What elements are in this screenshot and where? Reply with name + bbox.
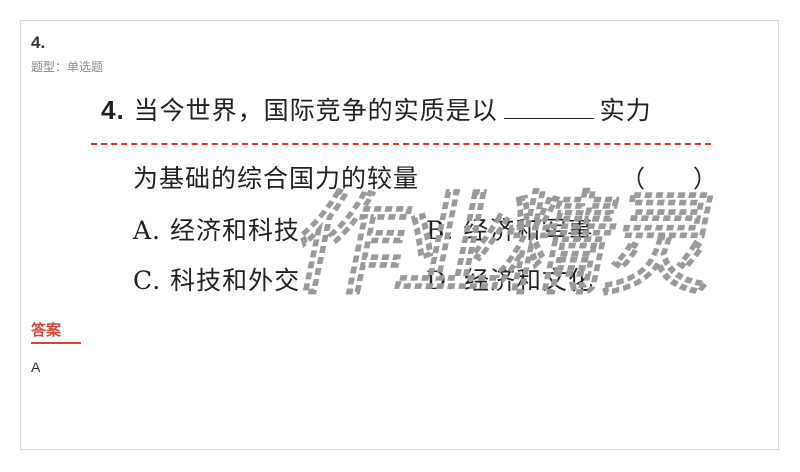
answer-parentheses: （ ） [621, 165, 717, 193]
option-a: A. 经济和科技 [133, 216, 300, 245]
answer-value: A [31, 359, 41, 375]
option-c: C. 科技和外交 [133, 266, 301, 295]
answer-label-underline [31, 342, 81, 344]
question-card: 4. 题型：单选题 4. 当今世界，国际竞争的实质是以 实力 为基础的综合国力的较… [20, 20, 779, 450]
question-stem-line1: 4. 当今世界，国际竞争的实质是以 实力 [101, 91, 652, 127]
question-stem-line2: 为基础的综合国力的较量 [133, 164, 420, 193]
question-number: 4. [31, 33, 46, 52]
answer-blank [503, 96, 594, 119]
question-image: 4. 当今世界，国际竞争的实质是以 实力 为基础的综合国力的较量 （ ） A. 经… [91, 91, 731, 311]
option-b: B. 经济和军事 [426, 216, 594, 245]
stem-part1: 当今世界，国际竞争的实质是以 [133, 96, 498, 125]
stem-part2: 实力 [599, 96, 652, 125]
question-image-number: 4. [101, 95, 125, 125]
question-type-label: 题型：单选题 [31, 60, 104, 74]
answer-label: 答案 [31, 321, 62, 339]
option-d: D. 经济和文化 [426, 266, 595, 295]
red-dashed-divider [91, 143, 711, 145]
